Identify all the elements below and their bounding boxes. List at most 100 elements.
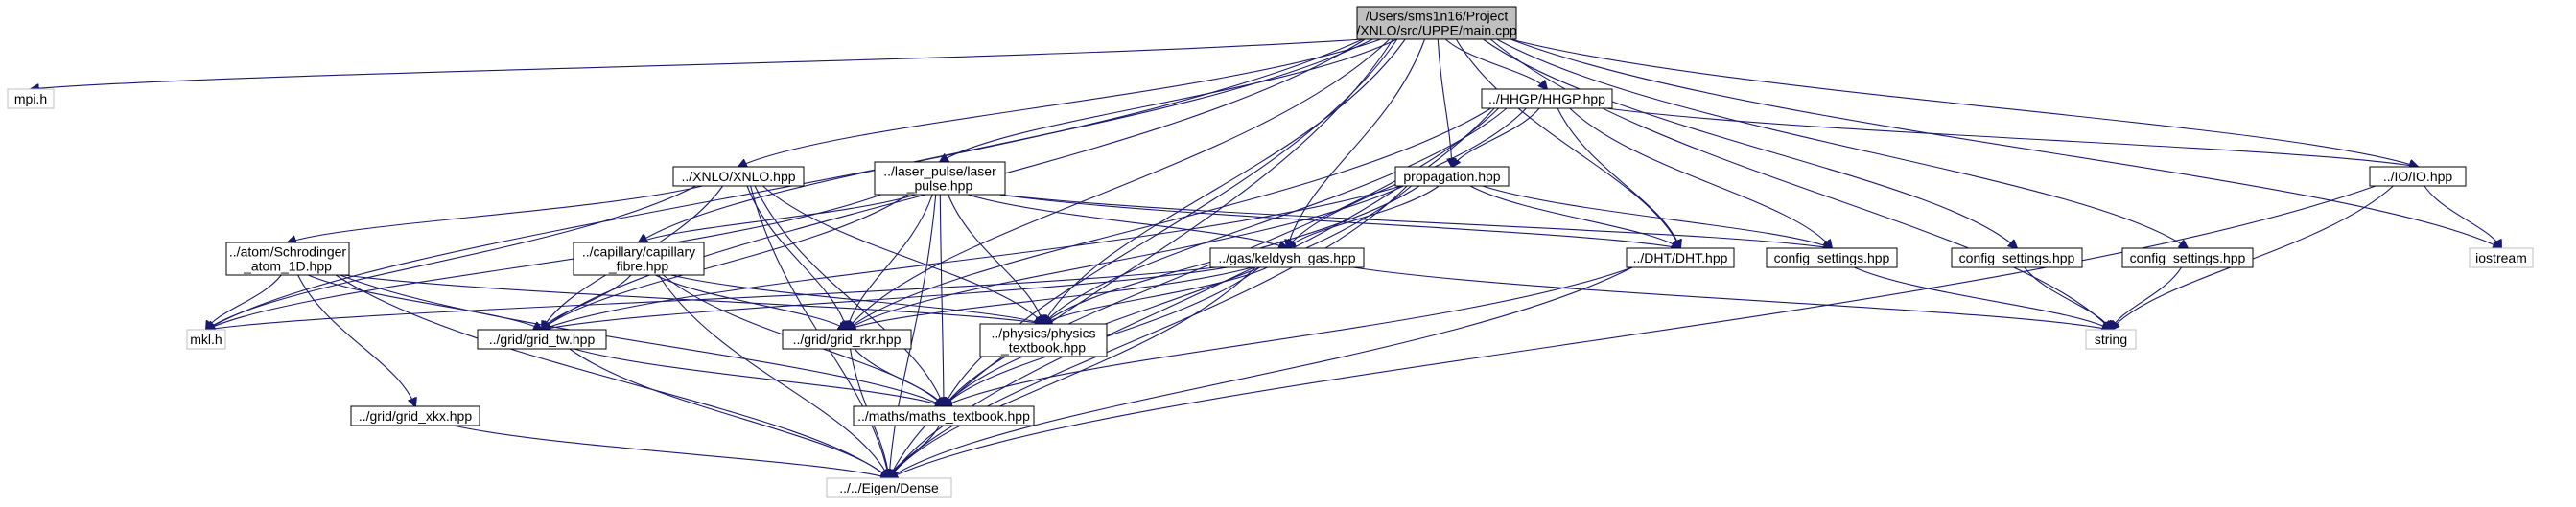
node-mkl-box: [186, 329, 226, 350]
edge-atom-to-gridxkx: [297, 274, 415, 406]
node-cfg1-label-0: config_settings.hpp: [1774, 250, 1890, 265]
node-dht[interactable]: ../DHT/DHT.hpp: [1626, 247, 1735, 268]
node-iostream-label-0: iostream: [2475, 250, 2527, 265]
edge-hhgp-to-io: [1605, 107, 2418, 167]
node-cfg1[interactable]: config_settings.hpp: [1766, 247, 1898, 268]
node-atom-box: [225, 242, 350, 276]
edge-prop-to-cfg1: [1482, 185, 1832, 248]
node-hhgp-box: [1481, 88, 1613, 109]
node-mpi-label-0: mpi.h: [14, 91, 47, 106]
node-dht-label-0: ../DHT/DHT.hpp: [1633, 250, 1728, 265]
node-string-label-0: string: [2095, 332, 2127, 347]
edge-root-to-gridrkr: [847, 38, 1391, 330]
node-gridrkr[interactable]: ../grid/grid_rkr.hpp: [782, 329, 912, 350]
node-gridxkx-box: [350, 405, 480, 426]
node-dht-box: [1626, 247, 1735, 268]
edge-root-to-mkl: [206, 38, 1364, 330]
edge-prop-to-eigen: [889, 185, 1408, 478]
node-xnlo-box: [672, 166, 805, 187]
edge-root-to-dht: [1455, 38, 1680, 248]
node-root[interactable]: /Users/sms1n16/Project/XNLO/src/UPPE/mai…: [1356, 6, 1517, 40]
edge-hhgp-to-dht: [1557, 107, 1680, 248]
node-atom[interactable]: ../atom/Schrodinger_atom_1D.hpp: [225, 242, 350, 276]
edge-laser-to-cap: [639, 194, 917, 242]
edge-hhgp-to-maths: [944, 107, 1500, 406]
node-cap-label-1: _fibre.hpp: [608, 259, 668, 274]
node-gridtw[interactable]: ../grid/grid_tw.hpp: [477, 329, 607, 350]
dependency-edges: [31, 38, 2501, 478]
node-hhgp[interactable]: ../HHGP/HHGP.hpp: [1481, 88, 1613, 109]
node-laser-label-1: _pulse.hpp: [906, 178, 973, 194]
node-cfg2-label-0: config_settings.hpp: [1959, 250, 2075, 265]
edge-hhgp-to-phys: [1043, 107, 1508, 324]
edge-dht-to-maths: [944, 266, 1633, 406]
edge-root-to-hhgp: [1444, 38, 1547, 89]
node-atom-label-1: _atom_1D.hpp: [243, 259, 332, 274]
edge-gridrkr-to-maths: [854, 348, 944, 406]
node-cfg1-box: [1766, 247, 1898, 268]
edge-keldysh-to-gridtw: [542, 266, 1228, 330]
node-gridxkx[interactable]: ../grid/grid_xkx.hpp: [350, 405, 480, 426]
edge-prop-to-maths: [944, 185, 1412, 406]
edge-laser-to-gridtw: [542, 194, 909, 330]
node-cfg2[interactable]: config_settings.hpp: [1951, 247, 2083, 268]
node-xnlo-label-0: ../XNLO/XNLO.hpp: [681, 169, 795, 184]
node-cap-box: [573, 242, 705, 276]
edge-root-to-io: [1510, 38, 2418, 167]
edge-cfg2-to-string: [2024, 266, 2111, 330]
edge-cap-to-gridrkr: [655, 274, 847, 330]
node-prop[interactable]: propagation.hpp: [1394, 166, 1510, 187]
node-xnlo[interactable]: ../XNLO/XNLO.hpp: [672, 166, 805, 187]
node-root-label-1: /XNLO/src/UPPE/main.cpp: [1356, 23, 1516, 38]
node-gridtw-box: [477, 329, 607, 350]
node-keldysh[interactable]: ../gas/keldysh_gas.hpp: [1209, 247, 1365, 268]
node-string-box: [2085, 329, 2137, 350]
edge-atom-to-eigen: [335, 274, 889, 478]
node-maths-label-0: ../maths/maths_textbook.hpp: [857, 408, 1030, 424]
node-string: string: [2085, 329, 2137, 350]
node-iostream-box: [2469, 247, 2534, 268]
edge-laser-to-cfg1: [998, 194, 1832, 248]
node-maths-box: [853, 405, 1035, 426]
node-maths[interactable]: ../maths/maths_textbook.hpp: [853, 405, 1035, 426]
node-phys[interactable]: ../physics/physics_textbook.hpp: [979, 323, 1108, 357]
file-nodes: /Users/sms1n16/Project/XNLO/src/UPPE/mai…: [7, 6, 2534, 498]
edge-cap-to-gridtw: [542, 274, 632, 330]
edge-root-to-laser: [940, 38, 1397, 162]
node-phys-label-0: ../physics/physics: [992, 326, 1096, 341]
node-cap-label-0: ../capillary/capillary: [582, 244, 695, 260]
edge-xnlo-to-mkl: [206, 185, 696, 330]
edge-prop-to-keldysh: [1287, 185, 1440, 248]
edge-laser-to-gridrkr: [847, 194, 933, 330]
edge-io-to-eigen: [889, 185, 2377, 478]
node-cfg3[interactable]: config_settings.hpp: [2121, 247, 2254, 268]
node-eigen-label-0: ../../Eigen/Dense: [839, 480, 939, 495]
edge-root-to-iostream: [1510, 38, 2501, 248]
node-cap[interactable]: ../capillary/capillary_fibre.hpp: [573, 242, 705, 276]
edge-keldysh-to-mkl: [206, 266, 1217, 330]
edge-gridtw-to-eigen: [569, 348, 889, 478]
edge-cap-to-phys: [670, 274, 1043, 324]
edge-keldysh-to-gridrkr: [847, 266, 1253, 330]
node-gridtw-label-0: ../grid/grid_tw.hpp: [489, 332, 596, 347]
node-mpi: mpi.h: [7, 88, 55, 109]
edge-root-to-gridtw: [542, 38, 1366, 330]
node-atom-label-0: ../atom/Schrodinger: [229, 244, 347, 260]
node-cfg3-label-0: config_settings.hpp: [2130, 250, 2246, 265]
edge-xnlo-to-phys: [762, 185, 1043, 324]
edge-cfg3-to-string: [2111, 266, 2183, 330]
edge-prop-to-gridrkr: [847, 185, 1404, 330]
node-mpi-box: [7, 88, 55, 109]
node-keldysh-label-0: ../gas/keldysh_gas.hpp: [1218, 250, 1355, 265]
node-root-label-0: /Users/sms1n16/Project: [1366, 9, 1509, 24]
node-phys-label-1: _textbook.hpp: [1000, 340, 1086, 356]
node-eigen-box: [826, 477, 952, 498]
edge-maths-to-eigen: [889, 425, 940, 478]
edge-atom-to-phys: [342, 274, 1043, 324]
edge-root-to-cfg3: [1496, 38, 2188, 248]
edge-prop-to-dht: [1469, 185, 1680, 248]
node-laser[interactable]: ../laser_pulse/laser_pulse.hpp: [874, 161, 1006, 196]
edge-prop-to-gridtw: [542, 185, 1402, 330]
node-io[interactable]: ../IO/IO.hpp: [2369, 166, 2467, 187]
edge-laser-to-mkl: [206, 194, 881, 330]
